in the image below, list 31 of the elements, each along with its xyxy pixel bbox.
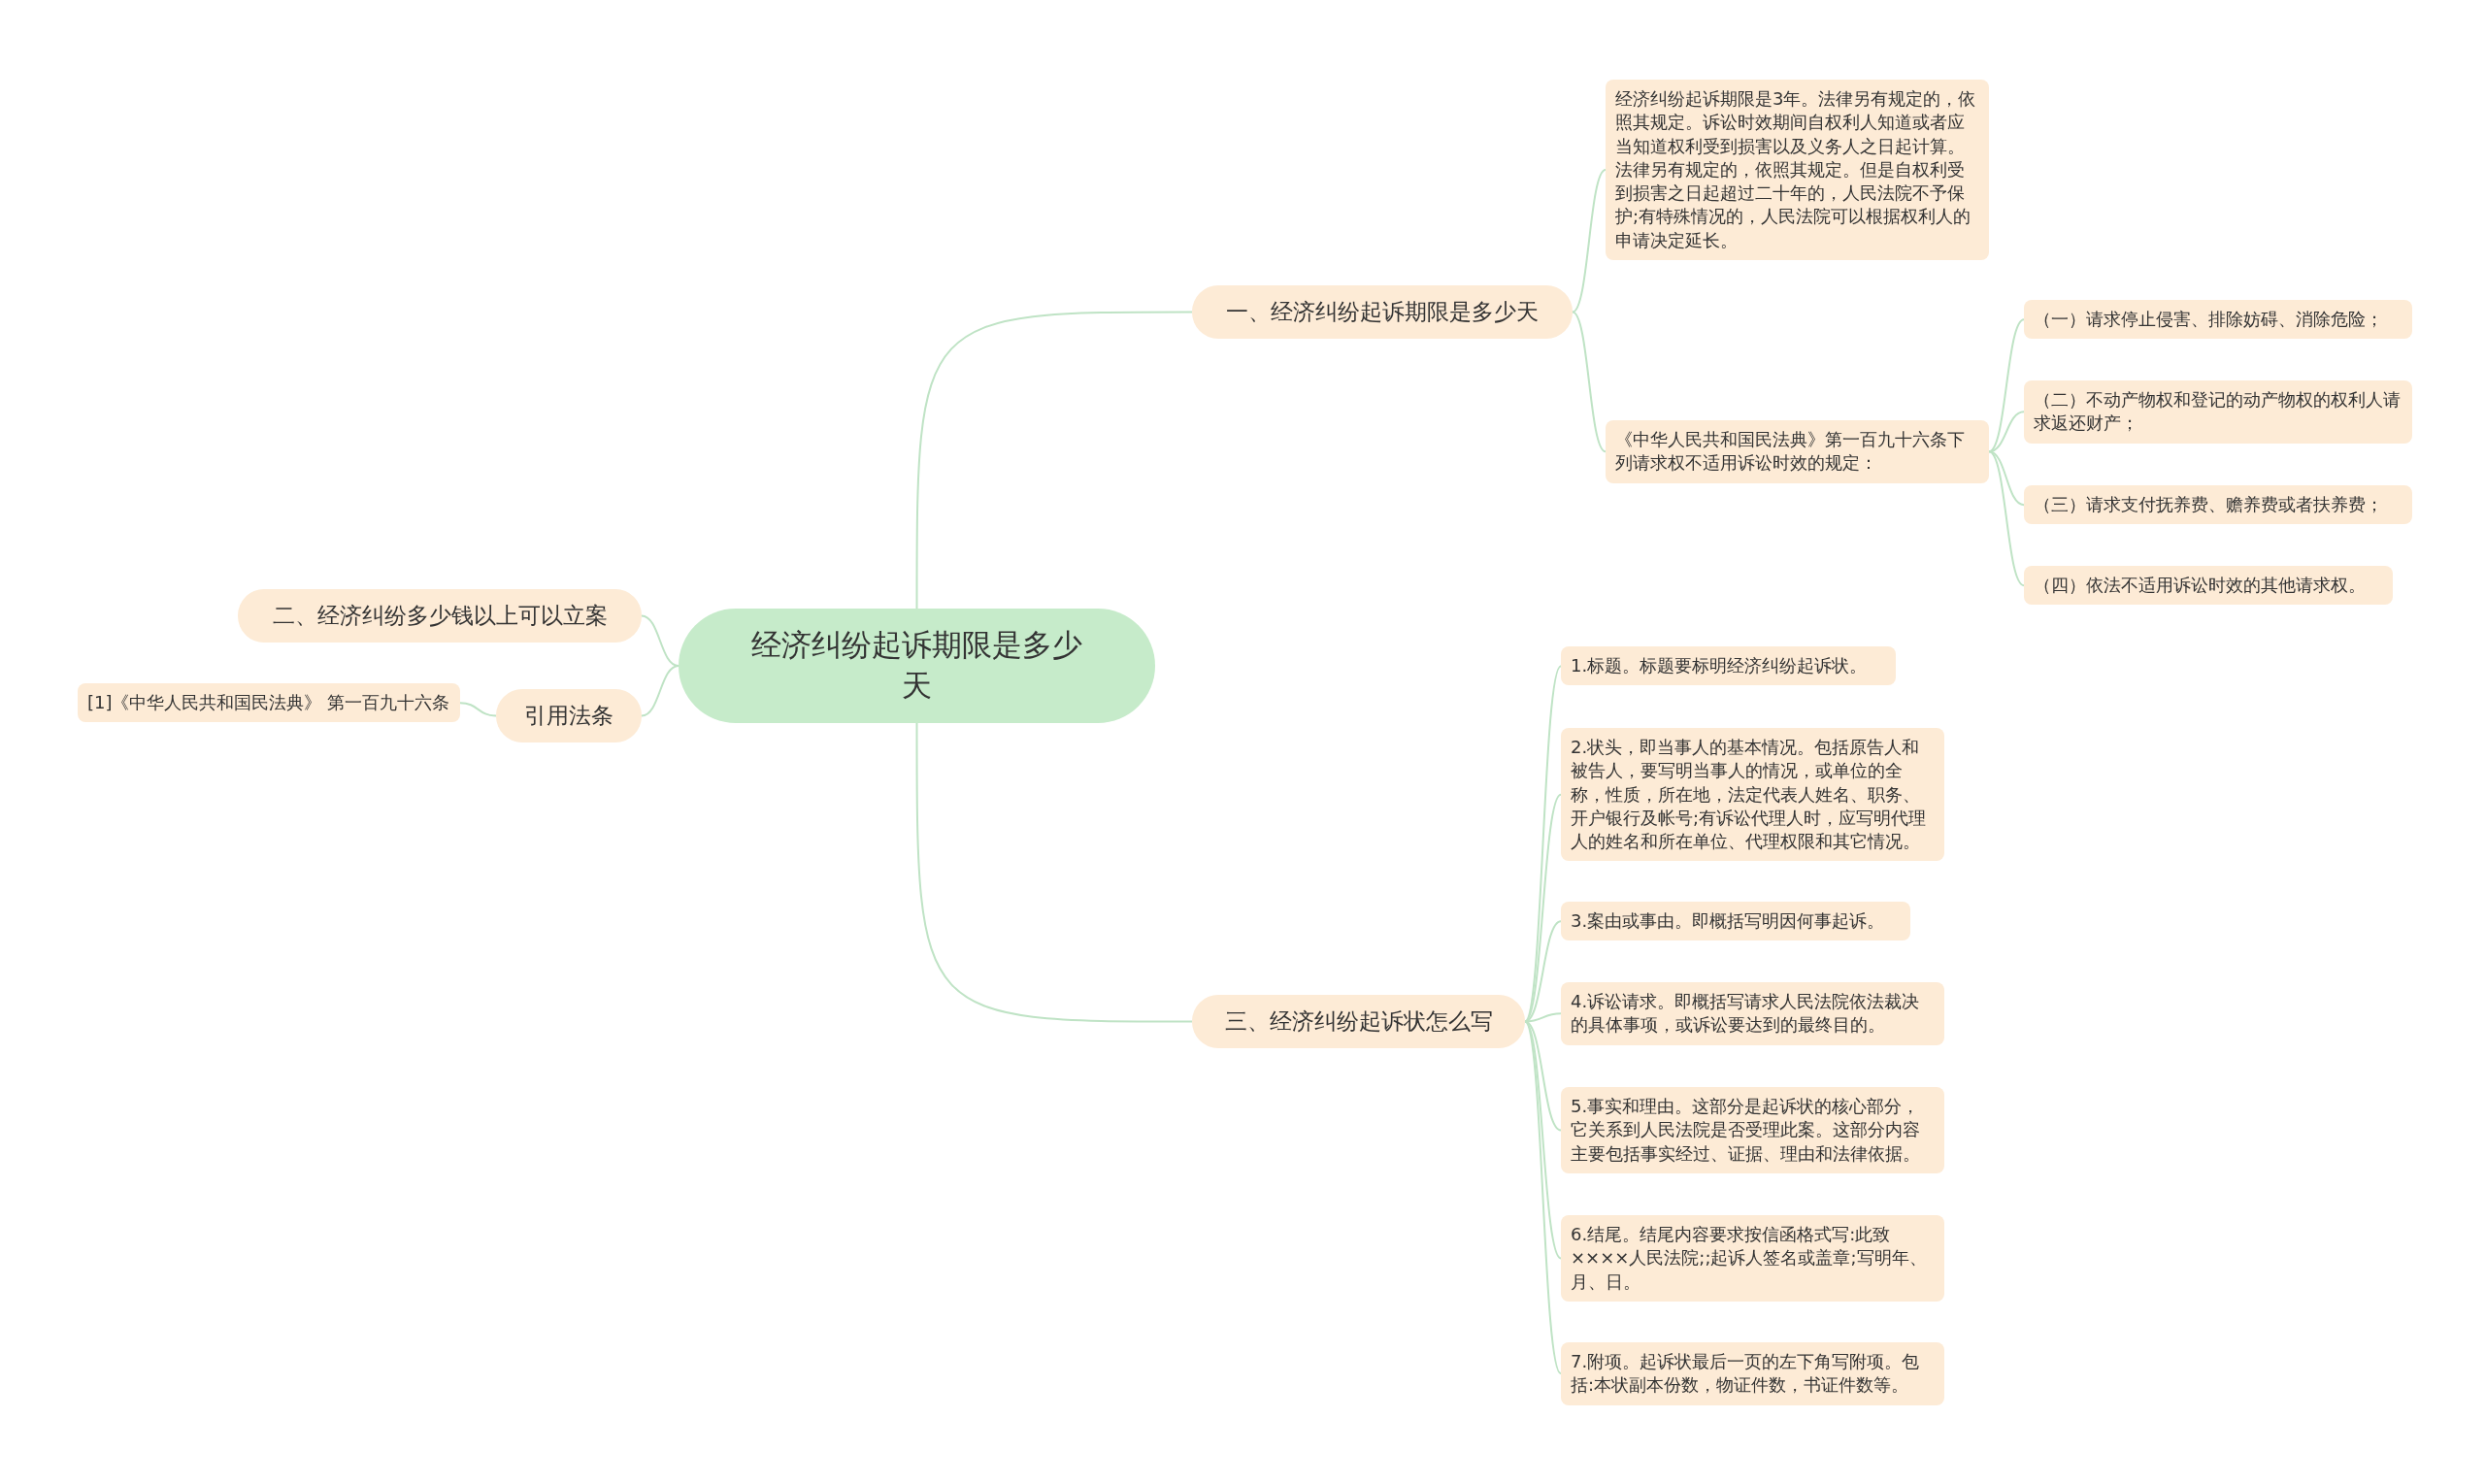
connector-line — [459, 702, 497, 717]
note-box: [1]《中华人民共和国民法典》 第一百九十六条 — [78, 683, 460, 723]
note-box: （二）不动产物权和登记的动产物权的权利人请求返还财产； — [2024, 380, 2412, 444]
note-box: 2.状头，即当事人的基本情况。包括原告人和被告人，要写明当事人的情况，或单位的全称，性质，所在地，法定代表人姓名、职务、开户银行及帐号;有诉讼代理人时，应写明代理人的姓名和所在单位、代理权限和其它情况。 — [1561, 728, 1944, 862]
note-box: 3.案由或事由。即概括写明因何事起诉。 — [1561, 902, 1910, 941]
central-topic: 经济纠纷起诉期限是多少天 — [679, 609, 1155, 723]
connector-line — [1988, 450, 2025, 587]
connector-line — [1524, 793, 1562, 1023]
connector-line — [915, 311, 1193, 610]
note-box: 7.附项。起诉状最后一页的左下角写附项。包括:本状副本份数，物证件数，书证件数等。 — [1561, 1342, 1944, 1405]
connector-line — [1524, 1020, 1562, 1375]
connector-line — [1524, 1020, 1562, 1260]
connector-line — [1572, 311, 1607, 453]
note-box: （四）依法不适用诉讼时效的其他请求权。 — [2024, 566, 2393, 606]
note-box: （一）请求停止侵害、排除妨碍、消除危险； — [2024, 300, 2412, 340]
connector-line — [1988, 318, 2025, 453]
note-box: 5.事实和理由。这部分是起诉状的核心部分，它关系到人民法院是否受理此案。这部分内容主要包括事实经过、证据、理由和法律依据。 — [1561, 1087, 1944, 1173]
connector-line — [641, 665, 679, 717]
connector-line — [1572, 169, 1607, 313]
topic-box: 一、经济纠纷起诉期限是多少天 — [1192, 285, 1573, 339]
note-box: 1.标题。标题要标明经济纠纷起诉状。 — [1561, 646, 1896, 686]
topic-box: 三、经济纠纷起诉状怎么写 — [1192, 995, 1525, 1048]
note-box: 6.结尾。结尾内容要求按信函格式写:此致××××人民法院;;起诉人签名或盖章;写明年、月、日。 — [1561, 1215, 1944, 1302]
note-box: 经济纠纷起诉期限是3年。法律另有规定的，依照其规定。诉讼时效期间自权利人知道或者应当知道权利受到损害以及义务人之日起计算。法律另有规定的，依照其规定。但是自权利受到损害之日起超过二十年的，人民法院不予保护;有特殊情况的，人民法院可以根据权利人的申请决定延长。 — [1606, 80, 1989, 261]
topic-box: 引用法条 — [496, 689, 642, 742]
topic-box: 二、经济纠纷多少钱以上可以立案 — [238, 589, 642, 643]
note-box: 《中华人民共和国民法典》第一百九十六条下列请求权不适用诉讼时效的规定： — [1606, 420, 1989, 483]
note-box: 4.诉讼请求。即概括写请求人民法院依法裁决的具体事项，或诉讼要达到的最终目的。 — [1561, 982, 1944, 1045]
connector-line — [915, 722, 1193, 1023]
connector-line — [1524, 665, 1562, 1023]
note-box: （三）请求支付抚养费、赡养费或者扶养费； — [2024, 485, 2412, 525]
